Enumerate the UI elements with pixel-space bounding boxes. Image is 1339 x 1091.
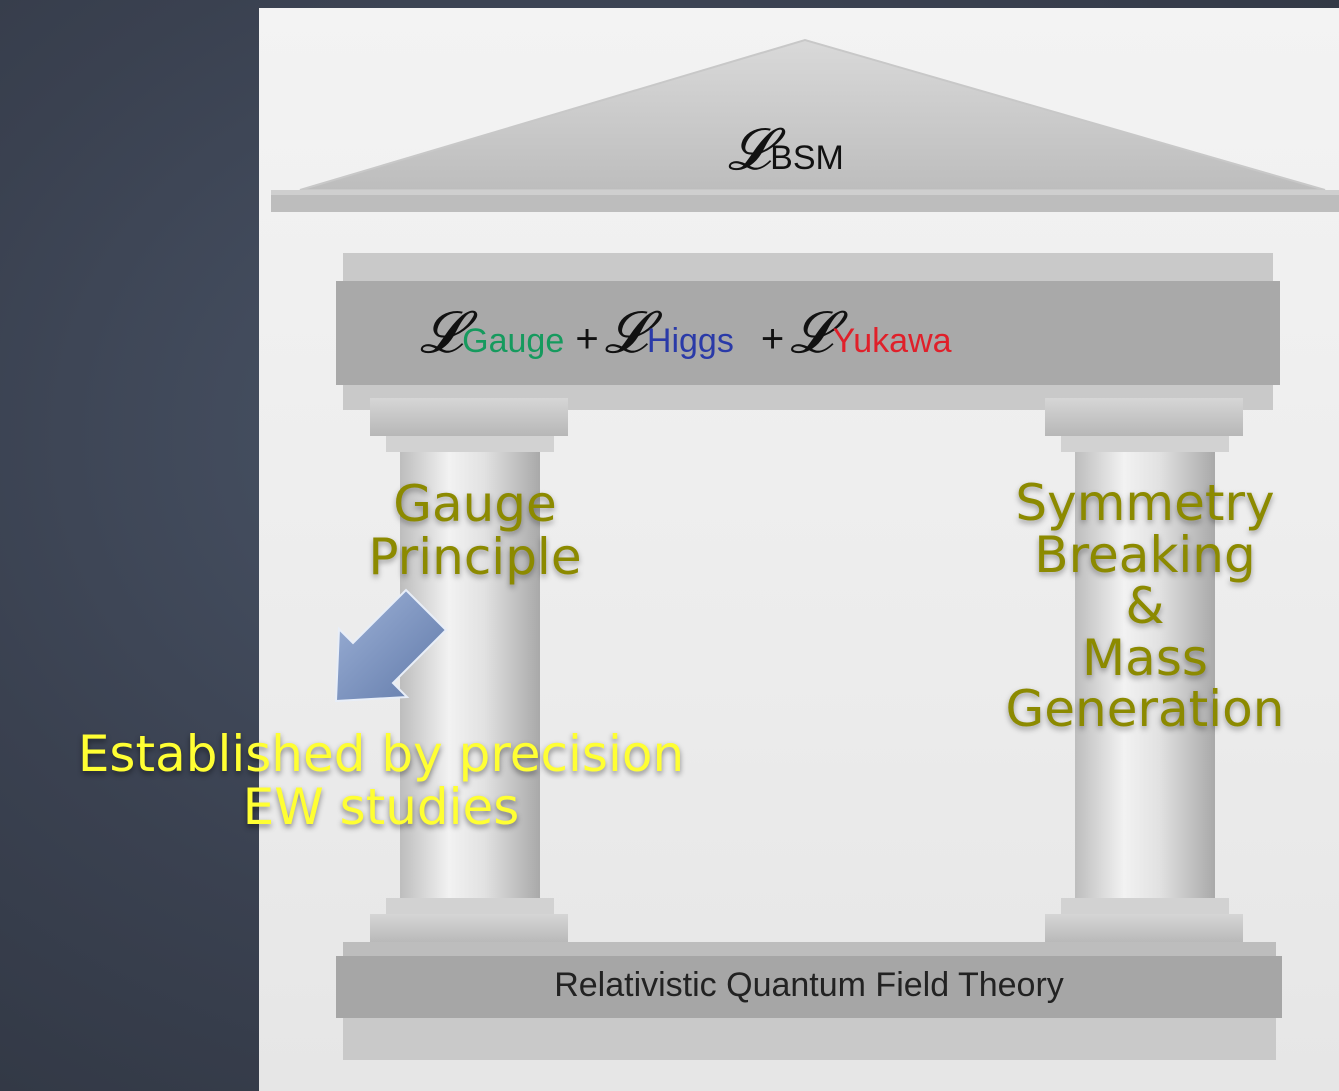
beam-top-band [343, 253, 1273, 281]
roof-symbol: 𝓛 [728, 115, 771, 183]
base [336, 956, 1282, 1018]
base-top-band [343, 942, 1276, 956]
gauge-subscript: Gauge [462, 322, 565, 360]
roof-subscript: BSM [770, 139, 844, 177]
right-pillar-line: Generation [1005, 680, 1285, 738]
beam [336, 281, 1280, 385]
plus-sign-2: + [760, 317, 785, 361]
right-pillar-line: Breaking [1034, 525, 1256, 584]
gauge-symbol: 𝓛 [420, 298, 463, 366]
left-column-shaft [400, 452, 540, 898]
plus-sign-1: + [575, 317, 599, 361]
right-column-shaft [1075, 452, 1215, 898]
left-pillar-line: Gauge [393, 475, 557, 533]
beam-label: 𝓛Gauge +𝓛Higgs +𝓛Yukawa [420, 298, 952, 367]
roof-ledge [271, 190, 1339, 212]
base-label: Relativistic Quantum Field Theory [554, 966, 1064, 1004]
right-pillar-line: Symmetry [1015, 474, 1275, 532]
right-pillar-line: Mass [1082, 628, 1208, 687]
right-pillar-line: & [1125, 577, 1165, 635]
arrow-icon [334, 588, 448, 703]
yukawa-subscript: Yukawa [832, 322, 952, 360]
annotation: Established by precision EW studies [0, 728, 762, 833]
higgs-symbol: 𝓛 [604, 298, 647, 366]
roof-label: 𝓛BSM [728, 115, 844, 184]
left-pillar-label: Gauge Principle [330, 478, 620, 583]
left-pillar-line: Principle [368, 527, 582, 586]
higgs-subscript: Higgs [646, 322, 734, 360]
right-pillar-label: Symmetry Breaking & Mass Generation [975, 474, 1315, 738]
annotation-line: Established by precision [77, 725, 685, 783]
yukawa-symbol: 𝓛 [790, 298, 833, 366]
annotation-line: EW studies [242, 777, 520, 836]
